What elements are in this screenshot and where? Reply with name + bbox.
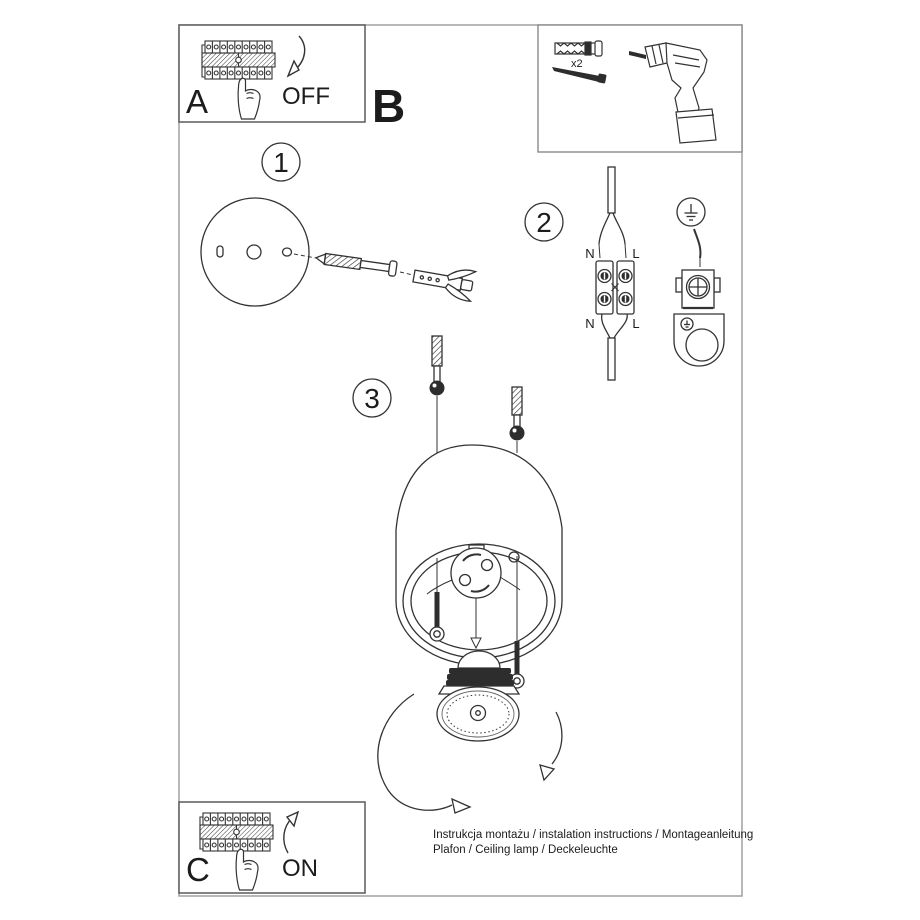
ground-wire-icon [693, 228, 702, 267]
step-1-number: 1 [273, 147, 289, 178]
live-top-label: L [632, 246, 639, 261]
drill-icon [629, 42, 717, 144]
curved-arrow-up-icon [283, 810, 300, 854]
curved-arrow-down-icon [286, 35, 306, 78]
section-c-label: C [186, 851, 210, 888]
neutral-top-label: N [585, 246, 594, 261]
section-b-label: B [372, 80, 405, 132]
step-2: 2 N L N L [524, 166, 725, 381]
rotation-arrow-left-icon [377, 693, 472, 814]
mounting-screw-right-icon [509, 386, 525, 453]
rotation-arrow-right-icon [539, 711, 563, 782]
quantity-label: x2 [571, 58, 583, 70]
step-2-badge: 2 [524, 202, 564, 242]
ceiling-plate-icon [200, 197, 310, 307]
off-label: OFF [282, 83, 330, 110]
neutral-bottom-label: N [585, 316, 594, 331]
spot-bulb-icon [436, 650, 521, 742]
wall-plug-icon [412, 269, 478, 302]
power-on-box: ON C [186, 810, 318, 891]
bulb-guide-arrow [470, 598, 482, 650]
step-2-number: 2 [536, 207, 552, 238]
step-3-number: 3 [364, 383, 380, 414]
footer: Instrukcja montażu / instalation instruc… [433, 829, 753, 856]
footer-line-2: Plafon / Ceiling lamp / Deckeleuchte [433, 844, 618, 856]
live-bottom-label: L [632, 316, 639, 331]
inner-screw-left-icon [429, 558, 445, 642]
parts-box: x2 [552, 40, 717, 144]
mounting-screw-icon [314, 252, 398, 277]
screw-icon [552, 67, 607, 84]
step-1-badge: 1 [261, 142, 301, 182]
wall-plug-icon [554, 40, 603, 57]
step-3: 3 [352, 335, 563, 814]
section-a-label: A [186, 83, 208, 120]
step-3-badge: 3 [352, 378, 392, 418]
circuit-breaker-panel-icon [199, 812, 274, 852]
footer-line-1: Instrukcja montażu / instalation instruc… [433, 829, 753, 841]
mounting-screw-left-icon [429, 335, 445, 454]
terminal-block-icon [595, 260, 635, 315]
circuit-breaker-panel-icon [201, 40, 276, 80]
ground-clamp-icon [673, 269, 725, 367]
gu10-socket-icon [426, 544, 521, 599]
mains-cable-bottom-icon [600, 313, 628, 381]
power-off-box: OFF A [186, 35, 330, 120]
on-label: ON [282, 855, 318, 882]
terminal-screws [597, 268, 633, 307]
earth-symbol-icon [676, 197, 706, 227]
mains-cable-icon [598, 166, 627, 259]
step-1: 1 [200, 142, 478, 307]
